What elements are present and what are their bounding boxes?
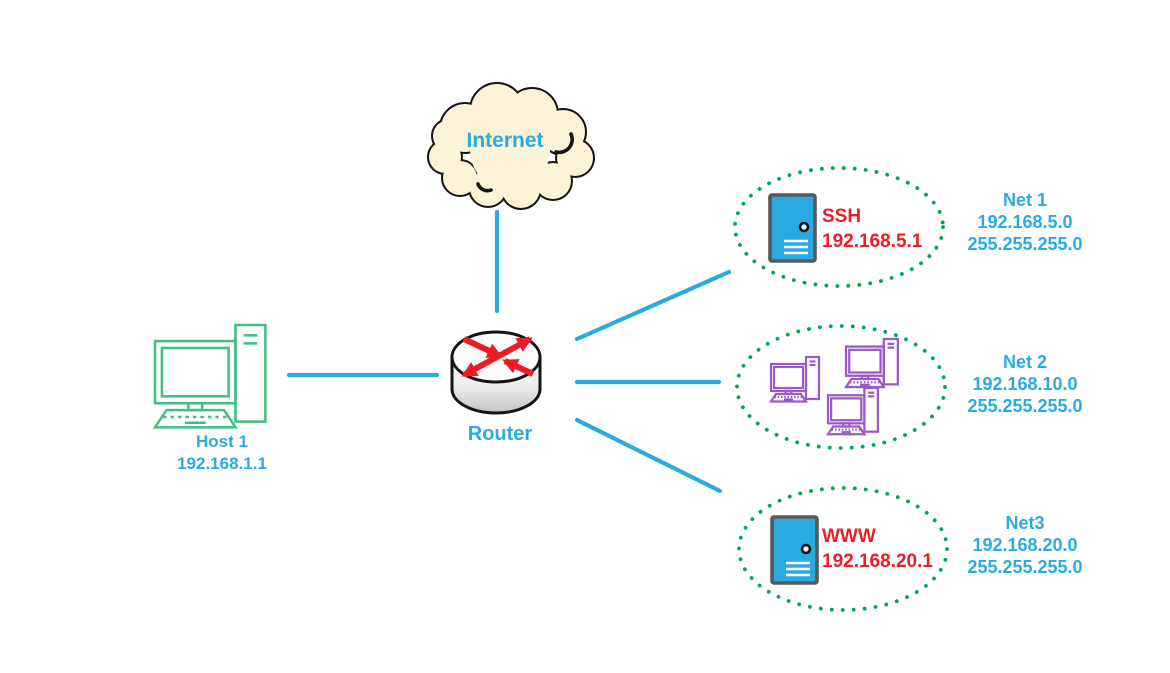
net3-title: Net3 <box>1005 513 1045 533</box>
net2-network: 192.168.10.0 <box>972 374 1078 394</box>
net1-network: 192.168.5.0 <box>977 212 1073 232</box>
ssh-server-icon <box>768 193 817 263</box>
www-server-label: WWW 192.168.20.1 <box>822 524 933 574</box>
www-ip-label: 192.168.20.1 <box>822 551 933 572</box>
workstation-icon-3 <box>826 386 880 436</box>
net3-boundary-ellipse <box>737 486 949 612</box>
net2-boundary-ellipse <box>735 324 947 450</box>
net2-title: Net 2 <box>1002 352 1047 372</box>
workstation-icon-1 <box>769 355 821 403</box>
net1-netmask: 255.255.255.0 <box>967 234 1083 254</box>
net3-netmask: 255.255.255.0 <box>967 557 1083 577</box>
host-name-label: Host 1 <box>196 432 248 451</box>
www-service-label: WWW <box>822 526 876 547</box>
host-label: Host 1 192.168.1.1 <box>157 431 287 475</box>
internet-label: Internet <box>466 129 544 152</box>
net1-boundary-ellipse <box>733 166 945 288</box>
router-label: Router <box>467 423 533 445</box>
net3-label: Net3 192.168.20.0 255.255.255.0 <box>952 512 1098 578</box>
router-net1-link-line <box>574 269 732 342</box>
net1-label: Net 1 192.168.5.0 255.255.255.0 <box>952 189 1098 255</box>
workstation-icon-2 <box>844 337 899 389</box>
router-icon <box>450 330 542 415</box>
router-net3-link-line <box>574 417 723 494</box>
ssh-ip-label: 192.168.5.1 <box>822 231 923 252</box>
ssh-service-label: SSH <box>822 206 862 227</box>
host-desktop-computer-icon <box>153 323 267 429</box>
host-ip-label: 192.168.1.1 <box>177 454 267 473</box>
net2-netmask: 255.255.255.0 <box>967 396 1083 416</box>
router-arrows-icon <box>461 336 535 378</box>
net3-network: 192.168.20.0 <box>972 535 1078 555</box>
net1-title: Net 1 <box>1002 190 1047 210</box>
net2-label: Net 2 192.168.10.0 255.255.255.0 <box>952 351 1098 417</box>
ssh-server-label: SSH 192.168.5.1 <box>822 204 922 254</box>
www-server-icon <box>770 515 819 585</box>
cloud-icon <box>427 82 595 210</box>
